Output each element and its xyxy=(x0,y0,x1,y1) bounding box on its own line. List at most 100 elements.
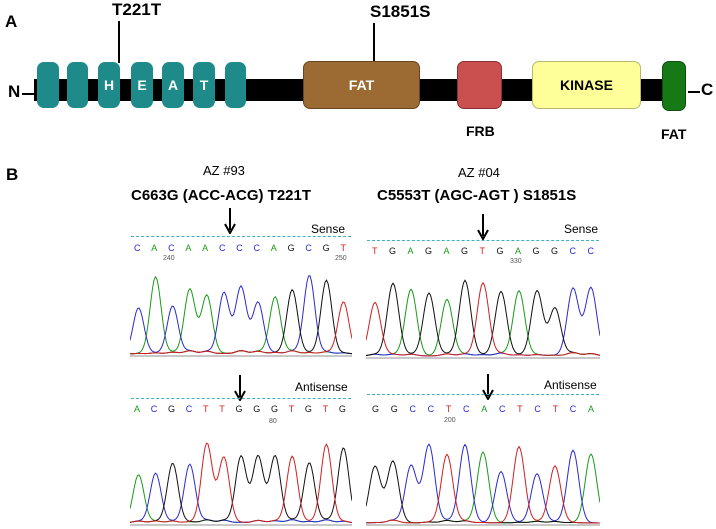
base-call: G xyxy=(253,404,261,414)
trace-line-g xyxy=(130,447,352,523)
base-call: T xyxy=(322,404,329,414)
mutation-pointer-s1851s xyxy=(373,23,375,63)
base-call: C xyxy=(427,404,435,414)
base-call: T xyxy=(219,404,225,414)
base-call: G xyxy=(390,404,398,414)
base-call: A xyxy=(151,243,158,253)
base-call: A xyxy=(134,404,141,414)
trace-line-c xyxy=(130,275,352,355)
base-call: G xyxy=(338,404,346,414)
trace-line-a xyxy=(366,451,600,524)
n-terminus-dash xyxy=(22,93,34,95)
n-terminus-label: N xyxy=(8,82,21,101)
base-call: C xyxy=(569,404,577,414)
position-label: 80 xyxy=(269,418,277,425)
position-label: 240 xyxy=(163,255,175,262)
chromatogram-az04-sense xyxy=(366,265,600,359)
baseline-az04-sense xyxy=(367,240,599,241)
base-call: A xyxy=(270,243,277,253)
base-call: T xyxy=(517,404,523,414)
arrow-down-icon xyxy=(234,375,246,406)
fatc-domain xyxy=(662,61,686,111)
baseline-az93-antisense xyxy=(131,398,351,399)
arrow-down-icon xyxy=(477,214,489,245)
base-call: C xyxy=(534,404,541,414)
heat-letter-t: T xyxy=(199,77,209,93)
base-call: G xyxy=(167,404,175,414)
base-call: A xyxy=(587,404,594,414)
sample-id-az04: AZ #04 xyxy=(458,165,500,180)
base-call: G xyxy=(322,243,330,253)
base-call: A xyxy=(185,243,192,253)
trace-line-a xyxy=(130,474,352,523)
arrow-down-icon xyxy=(482,374,494,405)
fat-domain: FAT xyxy=(303,61,420,109)
trace-line-a xyxy=(366,288,600,356)
trace-line-t xyxy=(366,445,600,524)
chromatogram-az04-antisense xyxy=(366,432,600,526)
base-call: A xyxy=(443,246,450,256)
mutation-pointer-t221t xyxy=(118,21,120,63)
heat-repeat-7 xyxy=(225,62,246,108)
chromatogram-az93-antisense xyxy=(130,432,352,526)
position-label: 330 xyxy=(510,258,522,265)
base-call: A xyxy=(202,243,209,253)
trace-line-c xyxy=(366,286,600,357)
arrow-down-icon xyxy=(224,208,236,239)
heat-repeat-2 xyxy=(67,62,88,108)
mutation-label-s1851s: S1851S xyxy=(370,2,431,21)
trace-line-t xyxy=(130,442,352,523)
base-call: G xyxy=(460,246,468,256)
base-call: G xyxy=(235,404,243,414)
heat-repeat-1 xyxy=(37,62,59,108)
base-call: G xyxy=(304,404,312,414)
baseline-az93-sense xyxy=(131,236,351,237)
base-call: T xyxy=(340,243,346,253)
base-call: C xyxy=(218,243,226,253)
trace-line-t xyxy=(130,301,352,355)
heat-repeat-3: H xyxy=(98,62,120,108)
heat-repeat-4: E xyxy=(131,62,153,108)
fatc-label: FAT xyxy=(661,126,687,142)
base-call: T xyxy=(288,404,295,414)
base-call: C xyxy=(569,246,576,256)
base-call: C xyxy=(409,404,416,414)
sample-id-az93: AZ #93 xyxy=(203,163,245,178)
mutation-az93: C663G (ACC-ACG) T221T xyxy=(131,187,312,204)
base-call: C xyxy=(253,243,261,253)
base-call: A xyxy=(514,246,521,256)
heat-repeat-5: A xyxy=(162,62,184,108)
base-call: G xyxy=(270,404,278,414)
base-call: T xyxy=(372,246,378,256)
position-label: 200 xyxy=(444,417,456,424)
base-call: A xyxy=(481,404,488,414)
base-call: C xyxy=(587,246,594,256)
frb-label: FRB xyxy=(466,123,495,139)
base-call: C xyxy=(463,404,470,414)
heat-letter-h: H xyxy=(103,77,115,93)
trace-line-t xyxy=(366,281,600,357)
strand-label-az04-antisense: Antisense xyxy=(544,378,597,392)
trace-line-g xyxy=(366,279,600,356)
base-call: G xyxy=(532,246,540,256)
strand-label-az04-sense: Sense xyxy=(564,222,599,236)
heat-letter-a: A xyxy=(167,77,179,93)
base-call: T xyxy=(552,404,559,414)
trace-line-c xyxy=(366,443,600,524)
panel-b-letter: B xyxy=(6,165,19,184)
base-call: T xyxy=(479,246,485,256)
base-call: T xyxy=(202,404,209,414)
kinase-domain-label: KINASE xyxy=(560,77,613,93)
base-call: C xyxy=(168,243,175,253)
base-call: A xyxy=(407,246,414,256)
base-call: T xyxy=(445,404,452,414)
base-call: G xyxy=(287,243,295,253)
frb-domain xyxy=(457,61,502,109)
base-call: C xyxy=(150,404,158,414)
strand-label-az93-sense: Sense xyxy=(311,222,346,236)
fat-domain-label: FAT xyxy=(348,77,375,93)
base-call: C xyxy=(185,404,193,414)
